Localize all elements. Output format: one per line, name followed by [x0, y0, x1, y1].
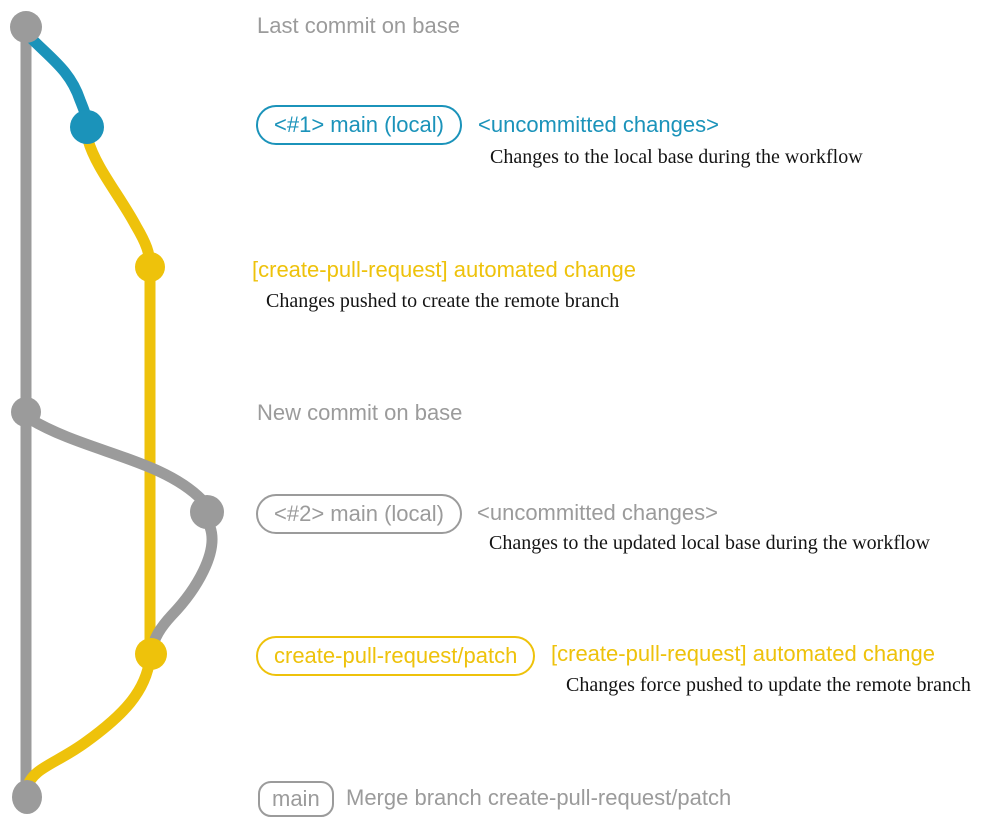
- event-title-automated-change-1: [create-pull-request] automated change: [252, 257, 637, 282]
- event-title-merge-branch: Merge branch create-pull-request/patch: [346, 785, 732, 810]
- event-desc-automated-change-1: Changes pushed to create the remote bran…: [266, 290, 620, 312]
- event-desc-uncommitted-changes-1: Changes to the local base during the wor…: [490, 146, 863, 168]
- local-main-commit-1-node: [70, 110, 104, 144]
- merge-line: [21, 652, 156, 794]
- local-main-branch-1-line: [22, 29, 93, 128]
- caption-last-commit-on-base: Last commit on base: [257, 13, 460, 38]
- event-desc-automated-change-2: Changes force pushed to update the remot…: [566, 674, 971, 696]
- badge-create-pull-request-patch: create-pull-request/patch: [256, 636, 536, 676]
- new-base-commit-node: [11, 397, 41, 427]
- event-title-uncommitted-changes-1: <uncommitted changes>: [478, 112, 719, 137]
- rebase-line: [146, 521, 218, 656]
- last-commit-node: [10, 11, 42, 43]
- badge-main-local-1: <#1> main (local): [256, 105, 462, 145]
- patch-commit-1-node: [135, 252, 165, 282]
- badge-main: main: [258, 781, 334, 817]
- badge-main-local-2: <#2> main (local): [256, 494, 462, 534]
- caption-new-commit-on-base: New commit on base: [257, 400, 463, 425]
- event-title-uncommitted-changes-2: <uncommitted changes>: [477, 500, 718, 525]
- local-main-branch-2-line: [24, 413, 208, 506]
- merge-commit-node: [12, 780, 42, 814]
- local-main-commit-2-node: [190, 495, 224, 529]
- event-desc-uncommitted-changes-2: Changes to the updated local base during…: [489, 532, 930, 554]
- patch-branch-line: [82, 134, 156, 658]
- event-title-automated-change-2: [create-pull-request] automated change: [551, 641, 936, 666]
- patch-commit-2-node: [135, 638, 167, 670]
